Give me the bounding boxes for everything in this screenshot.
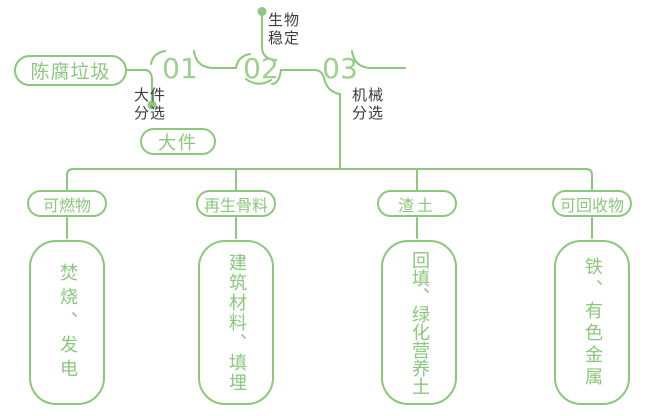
step1-label: 大件 分选 — [134, 86, 167, 122]
distribution-bar — [66, 168, 593, 191]
source-label: 陈腐垃圾 — [30, 61, 111, 83]
outcome-combustibles-box: 焚烧、发电 — [29, 240, 105, 405]
branch-slag-soil-label: 渣土 — [397, 195, 436, 215]
branch-recycled-aggregate-node: 再生骨料 — [196, 190, 276, 217]
step3-number: 03 — [322, 52, 358, 85]
outcome-combustibles-text: 焚烧、发电 — [57, 262, 78, 383]
outcome-recyclables-text: 铁、有色金属 — [582, 256, 603, 389]
outcome-slag-soil-box: 回填、绿化营养土 — [381, 240, 457, 405]
line-step1-to-step2 — [193, 50, 237, 69]
step1-number: 01 — [162, 52, 198, 85]
source-node: 陈腐垃圾 — [14, 55, 127, 86]
line-step2-to-step3 — [271, 69, 315, 85]
step1-arc-left — [150, 50, 166, 65]
step2-arc-left — [235, 53, 251, 69]
step2-under-arc — [245, 78, 272, 85]
step2-label: 生物 稳定 — [268, 11, 301, 47]
outcome-slag-soil-text: 回填、绿化营养土 — [409, 250, 430, 395]
outcome-recyclables-box: 铁、有色金属 — [554, 240, 630, 405]
outcome-recycled-aggregate-box: 建筑材料、填埋 — [198, 240, 274, 405]
line-step1-drop — [145, 69, 153, 101]
branch-recyclables-label: 可回收物 — [559, 195, 624, 215]
step2-number: 02 — [243, 52, 279, 85]
step3-label: 机械 分选 — [352, 86, 385, 122]
branch-combustibles-node: 可燃物 — [27, 190, 107, 217]
line-step3-tail — [351, 50, 406, 69]
step1-endpoint-dot — [147, 100, 157, 110]
branch-combustibles-label: 可燃物 — [42, 195, 91, 215]
step2-endpoint-dot — [257, 7, 267, 16]
line-step3-drop — [313, 69, 341, 170]
branch-slag-soil-node: 渣土 — [377, 190, 457, 217]
line-step2-riser — [261, 15, 277, 61]
bulky-output-node: 大件 — [140, 128, 216, 155]
outcome-recycled-aggregate-text: 建筑材料、填埋 — [226, 252, 247, 393]
branch-recyclables-node: 可回收物 — [552, 190, 632, 217]
branch-recycled-aggregate-label: 再生骨料 — [203, 195, 268, 215]
bulky-output-label: 大件 — [158, 132, 198, 154]
